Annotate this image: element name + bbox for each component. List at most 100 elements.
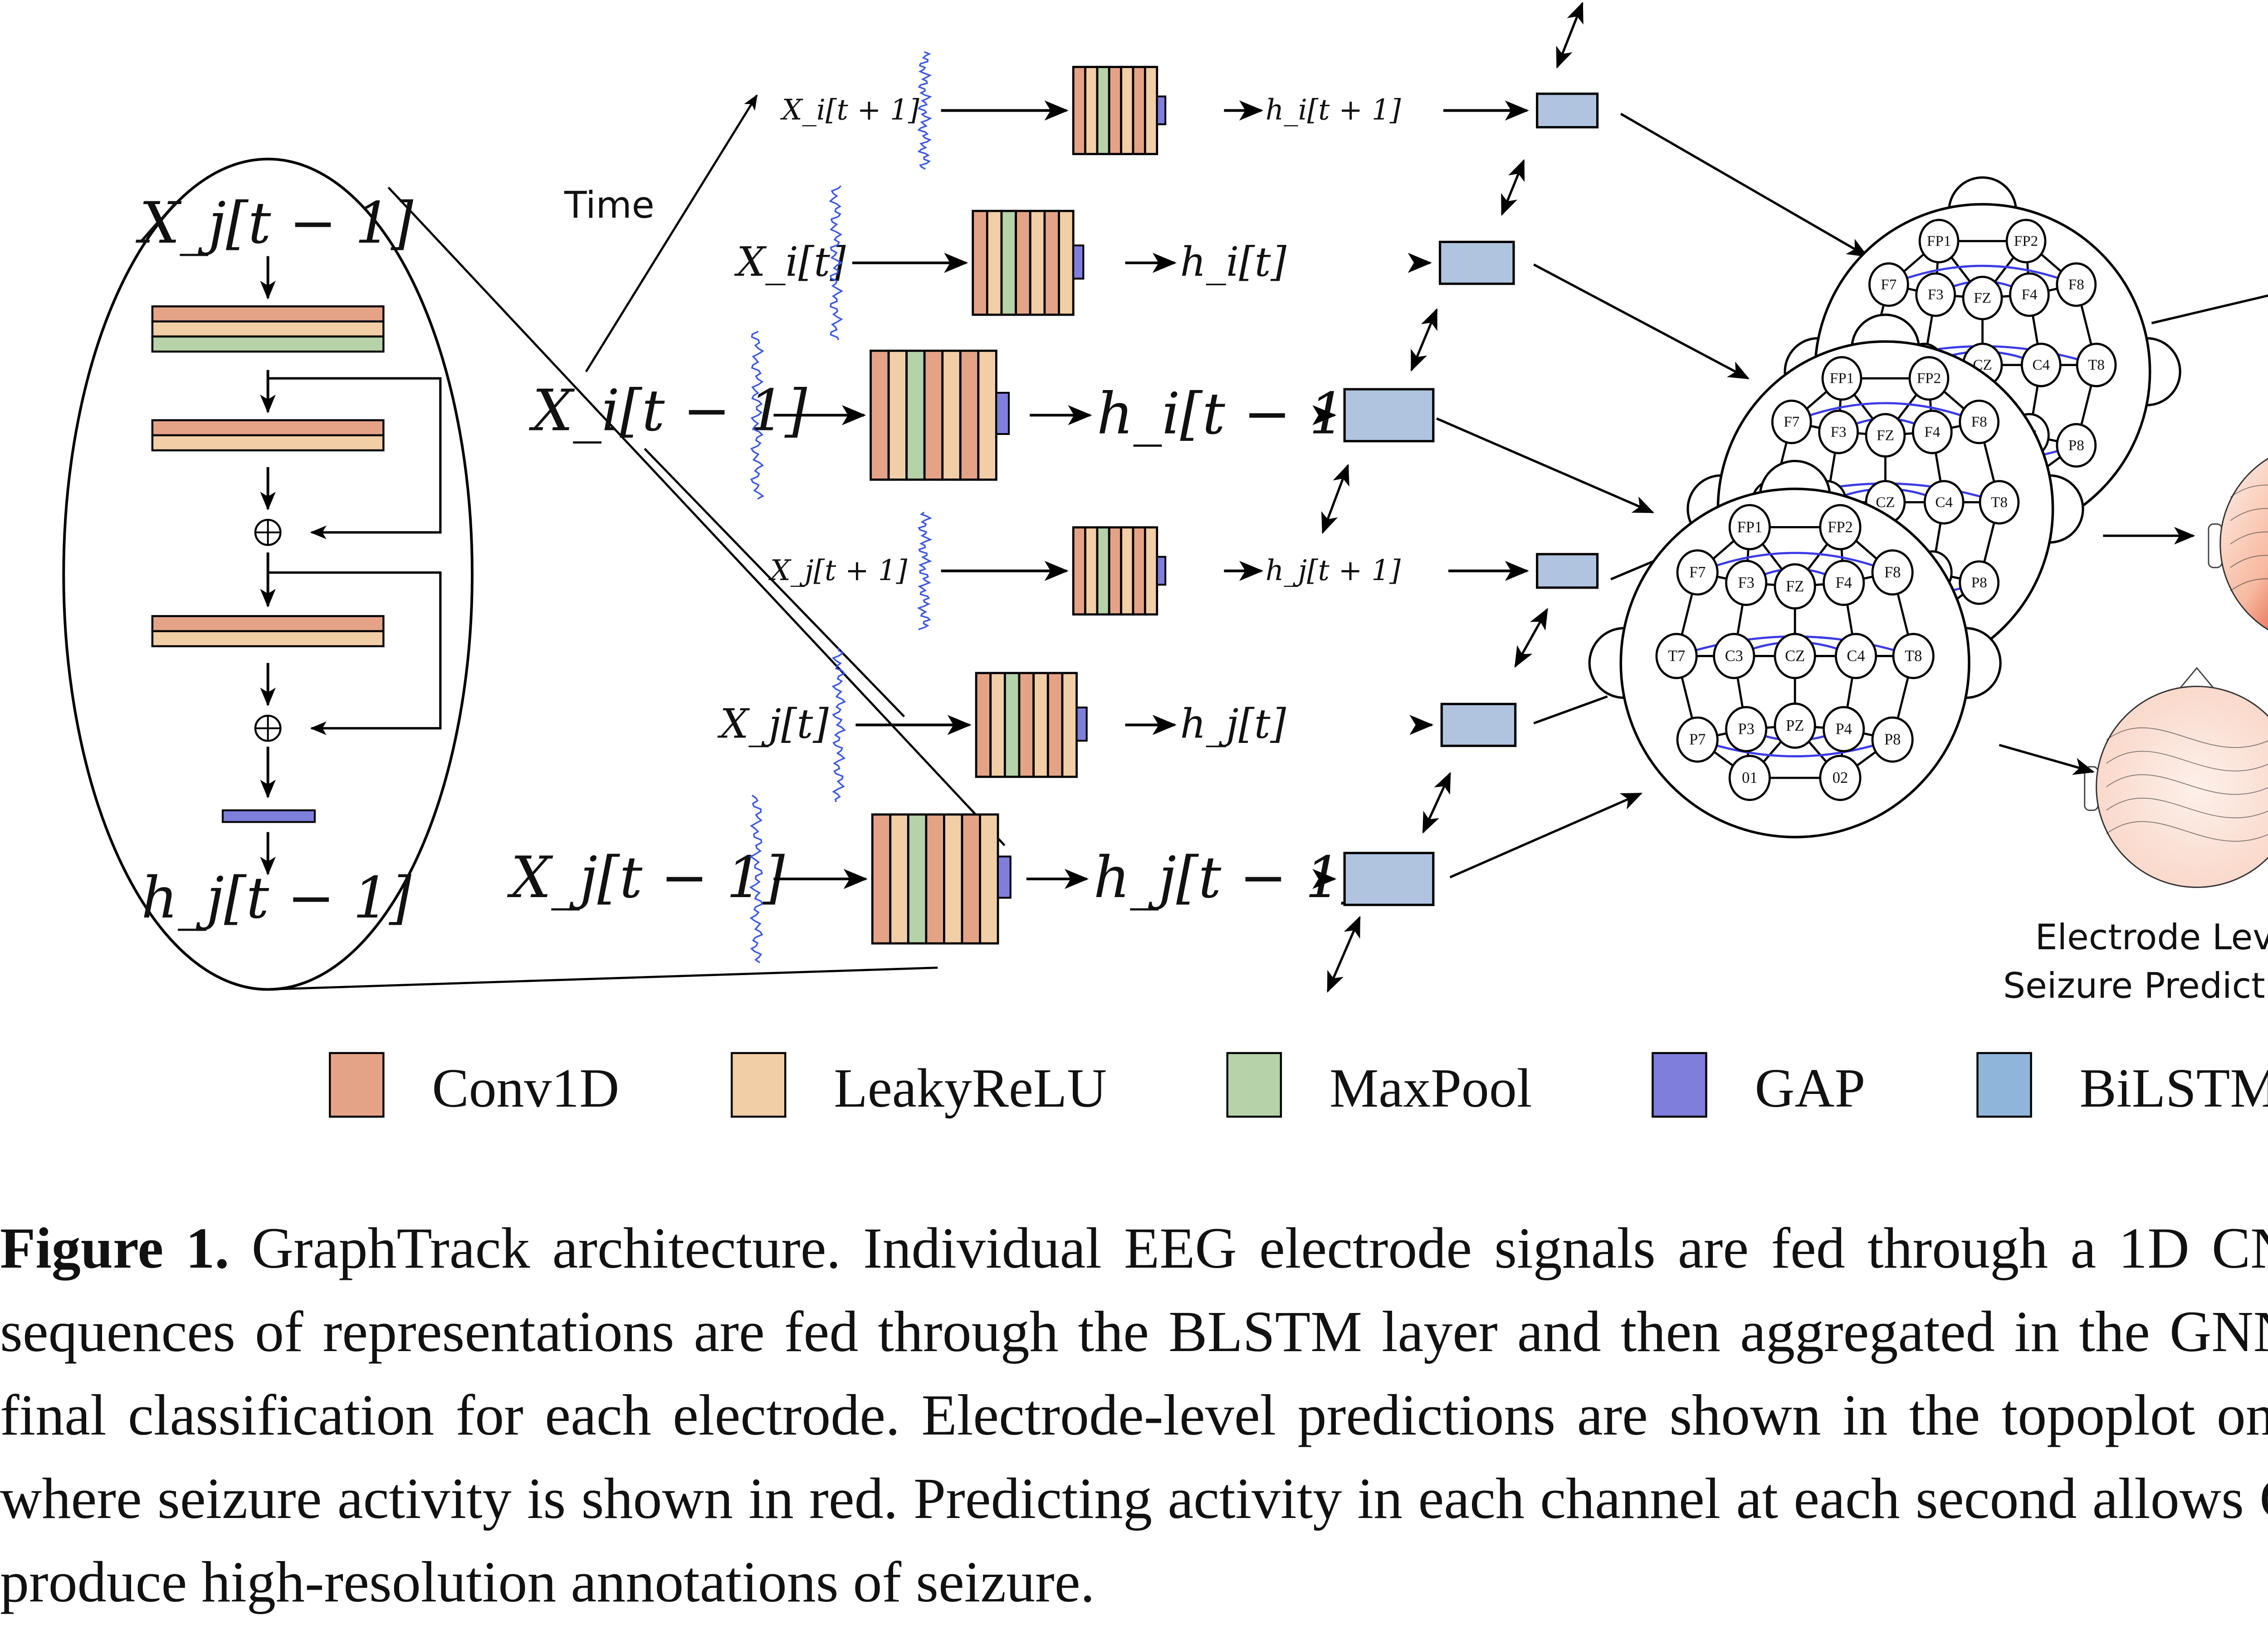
leaky-relu-column — [986, 210, 1003, 316]
electrode-node — [1915, 272, 1956, 317]
leaky-relu-column — [941, 349, 962, 481]
electrode-label: FZ — [1877, 427, 1894, 444]
eeg-waveform — [917, 51, 933, 170]
eeg-waveform — [750, 331, 764, 500]
head-nose — [1851, 313, 1920, 348]
timestep-rows: X_i[t + 1]h_i[t + 1]X_i[t]h_i[t]h_i[t − … — [507, 1, 1869, 993]
electrode-node — [1725, 560, 1768, 606]
bidirectional-arrow — [1326, 916, 1361, 993]
bilstm-cell — [1343, 852, 1435, 906]
leaky-relu-column — [1032, 672, 1049, 778]
electrode-label: F7 — [1881, 276, 1897, 293]
timestep-row: X_j[t + 1]h_j[t + 1] — [768, 512, 1599, 630]
electrode-node — [1959, 400, 2000, 444]
electrode-label: F8 — [2068, 276, 2084, 293]
cnn-detail-ellipse — [62, 157, 474, 991]
aggregation-arrow — [1436, 417, 1654, 513]
contour-line — [2230, 578, 2268, 591]
electrode-node — [1774, 703, 1816, 749]
legend-label: GAP — [1755, 1058, 1866, 1119]
electrode-label: P8 — [1971, 574, 1987, 591]
conv1d-column — [959, 349, 980, 481]
conv1d-column — [1018, 672, 1035, 778]
hidden-state-label: h_j[t] — [1180, 701, 1286, 747]
electrode-label: P4 — [1835, 721, 1852, 738]
graph-long-range-edge — [1791, 402, 1980, 423]
leaky-relu-layer — [151, 630, 385, 648]
cnn-stack — [972, 210, 1085, 316]
electrode-node — [1713, 633, 1755, 679]
conv1d-column — [923, 349, 944, 481]
electrode-label: FP2 — [1917, 370, 1941, 387]
legend-item-leaky-relu: LeakyReLU — [730, 1052, 1107, 1119]
bilstm-cell — [1438, 240, 1515, 285]
electrode-label: 01 — [1742, 769, 1757, 786]
j-branch-line — [644, 448, 905, 717]
conv1d-column — [925, 813, 945, 945]
eeg-waveform — [917, 512, 933, 630]
conv1d-column — [1132, 66, 1146, 156]
bilstm-cell — [1440, 703, 1517, 747]
electrode-node — [1962, 275, 2003, 321]
electrode-label: F3 — [1831, 424, 1847, 440]
topoplots — [1999, 294, 2268, 888]
prediction-arrow — [1999, 744, 2095, 775]
cnn-stack — [1072, 526, 1167, 616]
electrode-node — [1871, 716, 1914, 763]
electrode-label: F4 — [1835, 574, 1852, 591]
contour-line — [2106, 727, 2268, 748]
input-signal-label: X_j[t] — [717, 701, 829, 747]
electrode-label: FP1 — [1830, 370, 1854, 387]
bilstm-cell — [1343, 388, 1435, 443]
conv1d-column — [1046, 672, 1064, 778]
maxpool-layer — [151, 335, 385, 353]
cnn-stack — [975, 672, 1088, 778]
electrode-node — [1728, 504, 1771, 551]
conv1d-column — [1108, 66, 1123, 156]
cnn-block-1 — [151, 305, 385, 353]
hidden-state-label: h_i[t + 1] — [1266, 93, 1401, 127]
maxpool-column — [1096, 66, 1110, 156]
cnn-detail-panel: X_j[t − 1] h_j[t − 1] — [62, 157, 1006, 991]
input-signal-label: X_i[t + 1] — [780, 93, 919, 127]
electrode-label: FP1 — [1737, 518, 1762, 536]
conv1d-column — [871, 813, 892, 945]
cnn-input-label: X_j[t − 1] — [135, 190, 414, 256]
leaky-relu-column — [1058, 210, 1075, 316]
leaky-relu-column — [1084, 526, 1099, 616]
input-signal-label: X_j[t − 1] — [507, 844, 785, 911]
conv1d-layer — [151, 419, 385, 436]
electrode-node — [1892, 633, 1935, 679]
electrode-label: 02 — [1833, 769, 1848, 786]
leaky-relu-layer — [151, 434, 385, 452]
gap-layer — [997, 855, 1012, 899]
topoplot-no-seizure — [2084, 667, 2268, 888]
aggregation-arrow — [1449, 792, 1643, 879]
electrode-label: T8 — [1991, 494, 2008, 511]
caption-text: GraphTrack architecture. Individual EEG … — [0, 1216, 2268, 1614]
electrode-label: F4 — [2021, 286, 2037, 303]
time-arrow — [585, 94, 758, 372]
hidden-state-label: h_i[t − 1] — [1097, 381, 1368, 447]
cnn-block-3 — [151, 615, 385, 648]
electrode-node — [1923, 480, 1965, 525]
leaky-relu-column — [1029, 210, 1046, 316]
electrode-node — [2005, 219, 2047, 264]
contour-line — [2230, 508, 2268, 521]
eeg-waveform — [831, 648, 846, 802]
timestep-row: X_j[t] h_j[t] — [717, 648, 1517, 802]
leaky-relu-column — [979, 813, 999, 945]
head-ear-right — [2049, 474, 2084, 544]
legend-item-maxpool: MaxPool — [1226, 1052, 1532, 1119]
origin-label: X_i[t − 1] — [528, 378, 807, 444]
electrode-node — [1819, 755, 1862, 801]
cnn-stack — [871, 813, 1012, 945]
bidirectional-arrow — [1321, 464, 1349, 534]
electrode-label: F8 — [1971, 414, 1987, 430]
conv1d-column — [1108, 526, 1123, 616]
electrode-label: C4 — [2032, 356, 2050, 373]
figure-caption: Figure 1. GraphTrack architecture. Indiv… — [0, 1206, 2268, 1624]
electrode-node — [1728, 755, 1771, 801]
aggregation-arrow — [1620, 112, 1869, 258]
